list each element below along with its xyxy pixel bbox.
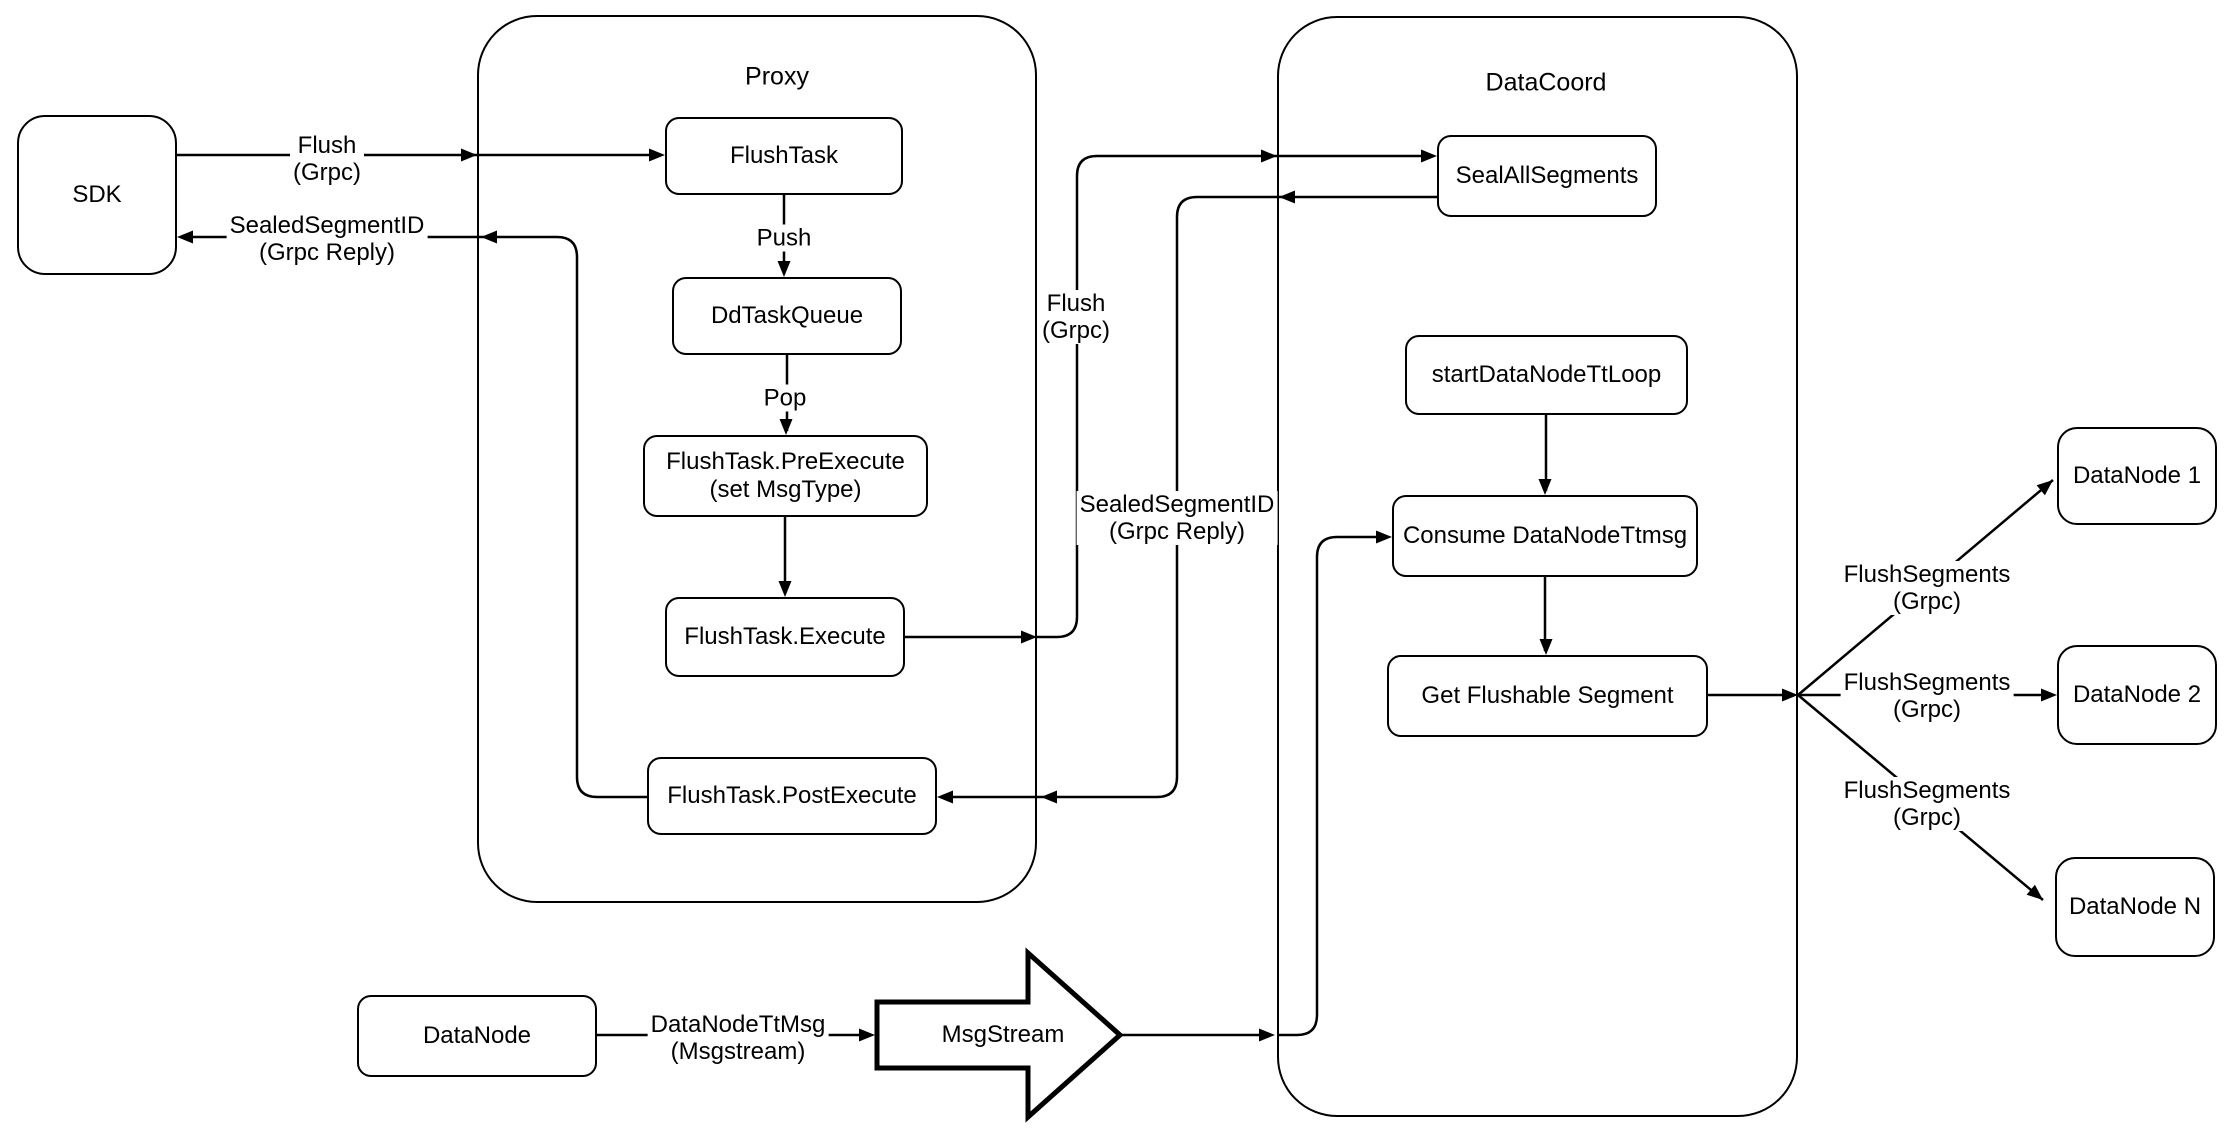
edge-ddtaskqueue-to-preexecute-arrowhead (779, 419, 793, 435)
label-sealedsegmentid-left: SealedSegmentID (Grpc Reply) (226, 212, 428, 266)
edge-sdk-to-flushtask-arrowhead (461, 148, 477, 162)
label-flushsegments-1: FlushSegments (Grpc) (1840, 561, 2014, 615)
edge-sealallsegments-to-postexecute-arrowhead (1041, 790, 1057, 804)
edge-flushtask-to-ddtaskqueue-arrowhead (777, 261, 791, 277)
datanode-n-node: DataNode N (2055, 857, 2215, 957)
edge-preexecute-to-execute-arrowhead (778, 581, 792, 597)
consume-datanodettmsg-label: Consume DataNodeTtmsg (1402, 522, 1688, 549)
edge-startloop-to-consume-arrowhead (1538, 479, 1552, 495)
datacoord-title: DataCoord (1485, 68, 1607, 97)
datacoord-container (1277, 16, 1798, 1117)
flushtask-execute-label: FlushTask.Execute (684, 623, 886, 650)
edge-junction-to-datanode2-arrowhead (2041, 688, 2057, 702)
edge-junction-to-datanode1-arrowhead (2036, 480, 2053, 496)
label-flushsegments-3: FlushSegments (Grpc) (1840, 777, 2014, 831)
ddtaskqueue-node: DdTaskQueue (672, 277, 902, 355)
label-pop: Pop (760, 384, 810, 412)
datanode-n-label: DataNode N (2068, 893, 2202, 920)
edge-postexecute-to-sdk-arrowhead (481, 230, 497, 244)
edge-sdk-to-flushtask-arrowhead (649, 148, 665, 162)
edge-postexecute-to-sdk-arrowhead (177, 230, 193, 244)
flushtask-preexecute-label: FlushTask.PreExecute (set MsgType) (666, 448, 905, 503)
edge-datanode-to-msgstream-arrowhead (859, 1028, 875, 1042)
edge-execute-to-proxy-border-arrowhead (1021, 630, 1037, 644)
msgstream-arrow-shape (874, 947, 1124, 1123)
edge-junction-to-datanoden-arrowhead (2026, 884, 2043, 900)
edge-datacoord-border-to-consume-arrowhead (1376, 530, 1392, 544)
flushtask-label: FlushTask (729, 142, 839, 169)
edge-postexecute-to-sdk (181, 235, 647, 799)
startdatanodettloop-node: startDataNodeTtLoop (1405, 335, 1688, 415)
proxy-container (477, 15, 1037, 903)
msgstream-label: MsgStream (941, 1021, 1065, 1048)
edge-datacoord-border-to-consume (1277, 535, 1388, 1037)
label-sealedsegmentid-mid: SealedSegmentID (Grpc Reply) (1076, 491, 1278, 545)
get-flushable-segment-label: Get Flushable Segment (1421, 682, 1674, 709)
edge-proxy-border-to-sealallsegments-arrowhead (1261, 149, 1277, 163)
flushtask-node: FlushTask (665, 117, 903, 195)
sealallsegments-node: SealAllSegments (1437, 135, 1657, 217)
datanode-2-label: DataNode 2 (2072, 681, 2202, 708)
consume-datanodettmsg-node: Consume DataNodeTtmsg (1392, 495, 1698, 577)
edge-proxy-border-to-sealallsegments (1037, 154, 1433, 639)
get-flushable-segment-node: Get Flushable Segment (1387, 655, 1708, 737)
datanode-1-label: DataNode 1 (2072, 462, 2202, 489)
flushtask-preexecute-node: FlushTask.PreExecute (set MsgType) (643, 435, 928, 517)
datanode-source-node: DataNode (357, 995, 597, 1077)
datanode-source-label: DataNode (422, 1022, 532, 1049)
flushtask-execute-node: FlushTask.Execute (665, 597, 905, 677)
sealallsegments-label: SealAllSegments (1455, 162, 1639, 189)
startdatanodettloop-label: startDataNodeTtLoop (1431, 361, 1662, 388)
flushtask-postexecute-node: FlushTask.PostExecute (647, 757, 937, 835)
edge-getflushable-to-datacoord-border-arrowhead (1782, 688, 1798, 702)
edge-msgstream-to-datacoord-border-arrowhead (1259, 1028, 1275, 1042)
ddtaskqueue-label: DdTaskQueue (710, 302, 864, 329)
edge-sealallsegments-to-postexecute-arrowhead (937, 790, 953, 804)
sdk-label: SDK (72, 181, 122, 208)
label-flushsegments-2: FlushSegments (Grpc) (1840, 669, 2014, 723)
edge-proxy-border-to-sealallsegments-arrowhead (1421, 149, 1437, 163)
sdk-node: SDK (17, 115, 177, 275)
datanode-2-node: DataNode 2 (2057, 645, 2217, 745)
edge-sealallsegments-to-postexecute-arrowhead (1279, 190, 1295, 204)
datanode-1-node: DataNode 1 (2057, 427, 2217, 525)
label-flush-grpc-left: Flush (Grpc) (290, 132, 364, 186)
flushtask-postexecute-label: FlushTask.PostExecute (667, 782, 917, 809)
proxy-title: Proxy (745, 62, 809, 91)
label-flush-grpc-mid: Flush (Grpc) (1039, 290, 1113, 344)
label-push: Push (753, 224, 815, 252)
edge-consume-to-getflushable-arrowhead (1539, 639, 1553, 655)
label-datanodettmsg: DataNodeTtMsg (Msgstream) (647, 1011, 829, 1065)
